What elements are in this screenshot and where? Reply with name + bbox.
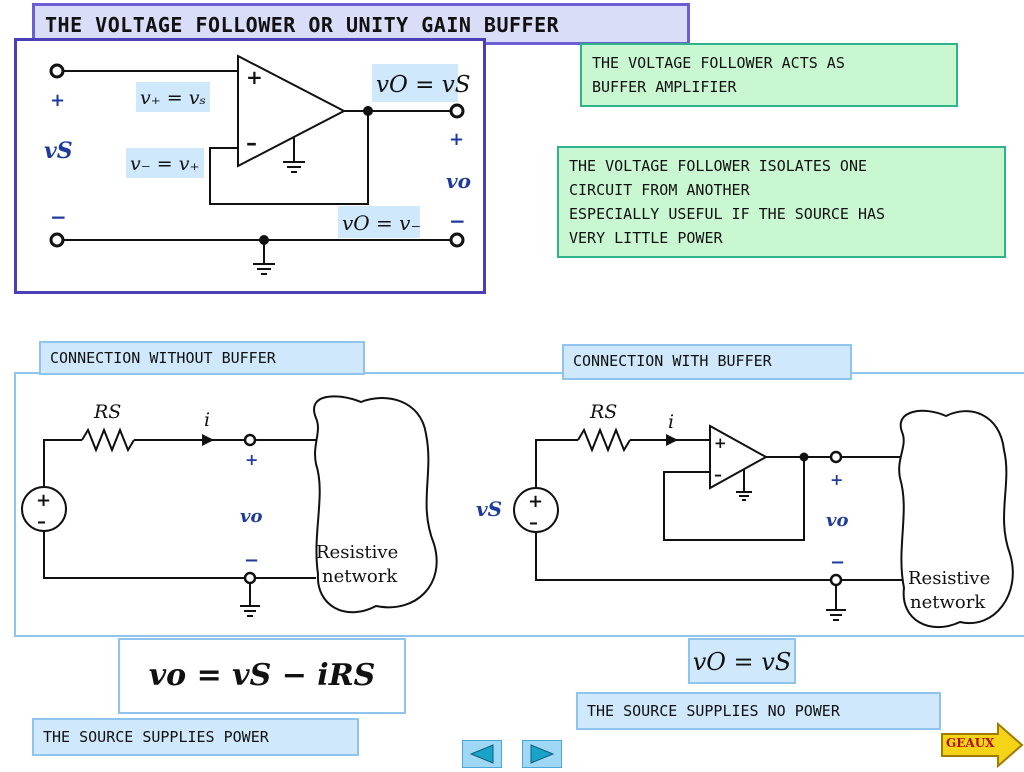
input-minus: − — [50, 205, 67, 229]
current-arrow-icon — [666, 434, 678, 446]
vo-label: vo — [446, 169, 471, 193]
circuit-with-buffer: + – vS + – Resistive network RS i + − vo — [476, 401, 1014, 628]
formula-with-buffer: vO = vS — [692, 648, 792, 676]
vo-minus: − — [830, 552, 845, 573]
label-without-buffer: CONNECTION WITHOUT BUFFER — [39, 341, 365, 375]
voltage-follower-circuit: + – + − vS + − vo v₊ = vₛ v₋ = v₊ vO = v… — [14, 38, 486, 294]
circuit-without-buffer: + – Resistive network RS i + − vo — [21, 395, 438, 617]
vminus-equals-vplus: v₋ = v₊ — [130, 153, 200, 175]
network-label-2: network — [910, 592, 986, 613]
vo-label: vo — [826, 510, 848, 531]
resistor-icon — [81, 427, 135, 453]
formula-without-buffer-box: vo = vS − iRS — [118, 638, 406, 714]
resistive-network-shape — [313, 395, 438, 614]
vo-minus: − — [244, 550, 259, 571]
current-label: i — [204, 409, 210, 431]
next-slide-button[interactable] — [522, 740, 562, 768]
note-line: THE VOLTAGE FOLLOWER ACTS AS — [592, 54, 845, 72]
current-label: i — [668, 411, 674, 433]
formula-with-buffer-box: vO = vS — [688, 638, 796, 684]
vplus-equals-vs: v₊ = vₛ — [140, 87, 206, 109]
geaux-button[interactable]: GEAUX — [940, 721, 1024, 769]
label-with-buffer: CONNECTION WITH BUFFER — [562, 344, 852, 380]
op-amp-symbol — [237, 54, 347, 168]
current-arrow-icon — [202, 434, 214, 446]
resistor-label: RS — [93, 401, 121, 423]
note-isolates: THE VOLTAGE FOLLOWER ISOLATES ONE CIRCUI… — [557, 146, 1006, 258]
output-minus: − — [449, 209, 466, 233]
svg-text:+: + — [528, 491, 543, 512]
svg-text:–: – — [714, 465, 722, 484]
input-plus: + — [50, 90, 65, 111]
vo-equals-vminus: vO = v₋ — [342, 211, 421, 235]
buffer-op-amp-symbol — [709, 424, 769, 490]
previous-slide-button[interactable] — [462, 740, 502, 768]
output-plus: + — [449, 129, 464, 150]
resistor-label: RS — [589, 401, 617, 423]
vo-plus: + — [830, 470, 843, 489]
vs-label: vS — [44, 138, 73, 164]
opamp-plus-sign: + — [246, 65, 263, 89]
note-line: BUFFER AMPLIFIER — [592, 78, 737, 96]
formula-without-buffer: vo = vS − iRS — [148, 658, 376, 693]
arrow-right-icon — [941, 721, 1024, 769]
opamp-minus-sign: – — [246, 130, 257, 156]
vo-label: vo — [240, 506, 262, 527]
network-label-1: Resistive — [908, 568, 990, 589]
network-label-2: network — [322, 566, 398, 587]
note-line: VERY LITTLE POWER — [569, 229, 723, 247]
output-terminal-top — [449, 103, 465, 119]
vo-equals-vs: vO = vS — [376, 72, 471, 98]
left-triangle-icon — [469, 744, 494, 764]
svg-text:+: + — [714, 434, 727, 452]
geaux-label: GEAUX — [946, 736, 995, 750]
right-triangle-icon — [530, 744, 555, 764]
svg-text:+: + — [36, 490, 51, 511]
input-terminal-top — [49, 63, 65, 79]
vo-plus: + — [245, 450, 258, 469]
caption-source-supplies-no-power: THE SOURCE SUPPLIES NO POWER — [576, 692, 941, 730]
resistive-network-shape — [898, 409, 1014, 628]
network-label-1: Resistive — [316, 542, 398, 563]
caption-source-supplies-power: THE SOURCE SUPPLIES POWER — [32, 718, 359, 756]
note-line: ESPECIALLY USEFUL IF THE SOURCE HAS — [569, 205, 886, 223]
svg-text:–: – — [37, 511, 46, 532]
input-terminal-bottom — [49, 232, 65, 248]
note-acts-as-buffer: THE VOLTAGE FOLLOWER ACTS AS BUFFER AMPL… — [580, 43, 958, 107]
resistor-icon — [577, 427, 631, 453]
output-node — [363, 106, 373, 116]
note-line: CIRCUIT FROM ANOTHER — [569, 181, 750, 199]
output-terminal-bottom — [449, 232, 465, 248]
comparison-frame — [14, 372, 1024, 637]
note-line: THE VOLTAGE FOLLOWER ISOLATES ONE — [569, 157, 868, 175]
svg-text:–: – — [529, 512, 538, 533]
vs-label: vS — [476, 497, 502, 521]
